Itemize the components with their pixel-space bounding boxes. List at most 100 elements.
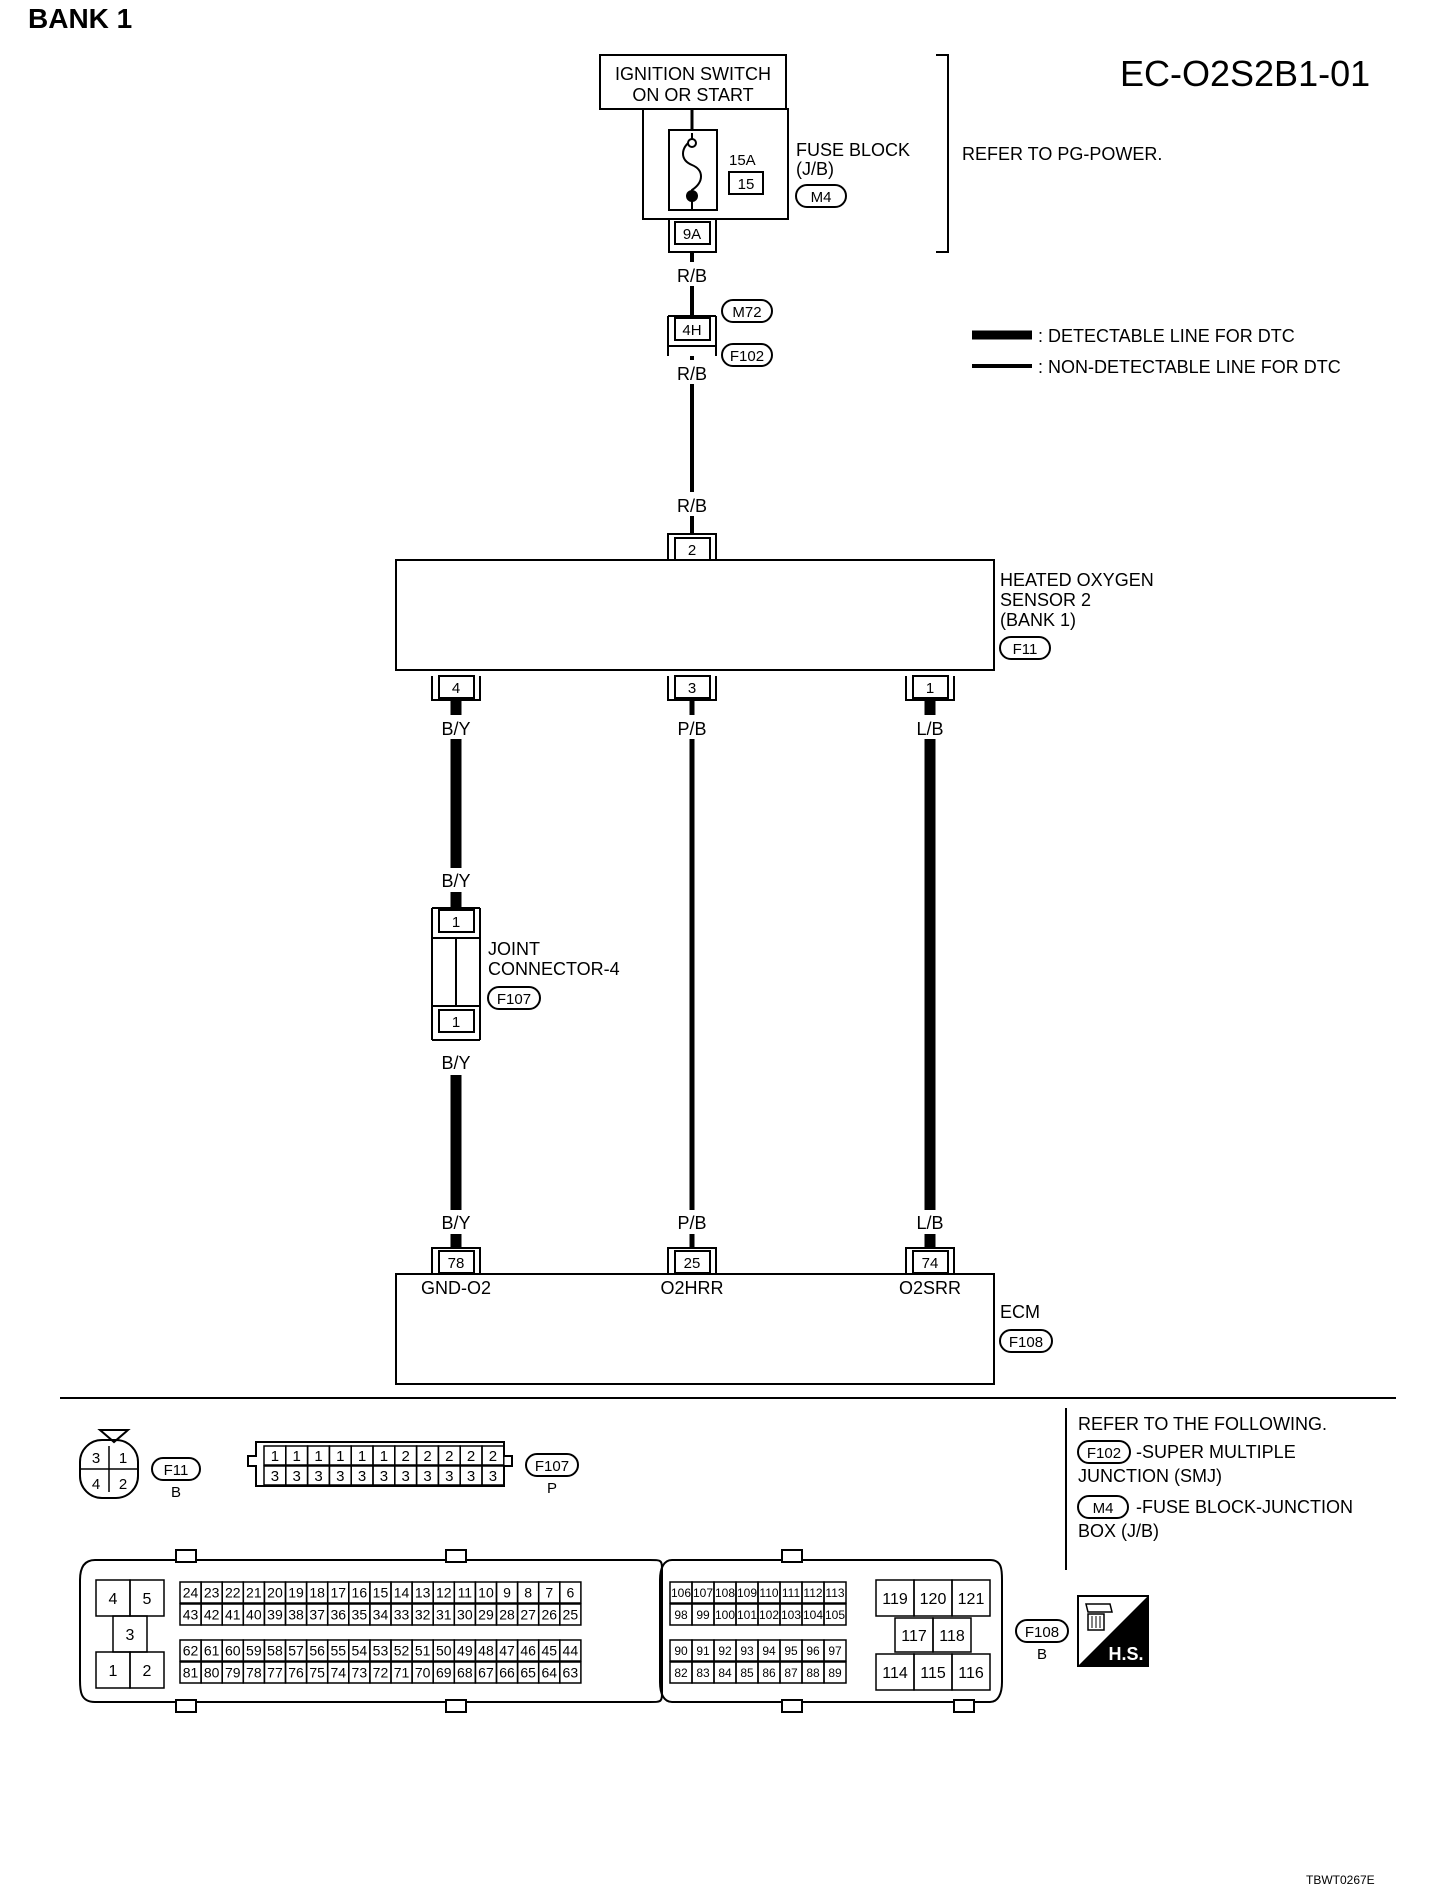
- sensor-top-pin: 2: [688, 542, 696, 559]
- sensor-name-3: (BANK 1): [1000, 610, 1076, 630]
- sensor-name-2: SENSOR 2: [1000, 590, 1091, 610]
- wire-label-by-3: B/Y: [441, 1053, 470, 1073]
- f107-pin: 2: [445, 1448, 453, 1465]
- f108-pin: 33: [394, 1607, 410, 1623]
- f108-pin: 101: [737, 1608, 757, 1622]
- f108-pin: 46: [520, 1643, 536, 1659]
- wire-label-rb-3: R/B: [677, 496, 707, 516]
- f11-color: B: [171, 1484, 181, 1501]
- f108-pin: 44: [563, 1643, 579, 1659]
- ecm-pin-74: 74: [905, 1247, 955, 1275]
- sensor-pin-1: 1: [905, 675, 955, 701]
- fuse-block-connector-badge: [795, 184, 847, 208]
- f108-pin: 109: [737, 1586, 757, 1600]
- svg-text:3: 3: [688, 680, 696, 697]
- refer-item2-conn: M4: [1093, 1500, 1114, 1517]
- f108-pin: 100: [715, 1608, 735, 1622]
- fuse-terminal: 9A: [683, 226, 701, 243]
- svg-text:2: 2: [119, 1476, 127, 1493]
- f108-pin: 12: [436, 1585, 452, 1601]
- svg-text:4: 4: [452, 680, 460, 697]
- sensor-pin-3: 3: [667, 675, 717, 701]
- f108-pin: 49: [457, 1643, 473, 1659]
- junction-conn-bottom: F102: [730, 348, 764, 365]
- f108-pin: 95: [784, 1644, 798, 1658]
- f108-pin: 119: [882, 1591, 908, 1608]
- f108-pin: 1: [109, 1663, 118, 1680]
- sensor-connector: F11: [1013, 641, 1038, 658]
- f108-pin: 93: [740, 1644, 754, 1658]
- f107-pin: 2: [423, 1448, 431, 1465]
- wire-label-pb-2: P/B: [677, 1213, 706, 1233]
- f108-pin: 92: [718, 1644, 732, 1658]
- f108-pin: 38: [288, 1607, 304, 1623]
- sensor-pin-4: 4: [431, 675, 481, 701]
- ignition-switch-label-1: IGNITION SWITCH: [615, 64, 771, 84]
- f108-pin: 5: [143, 1591, 152, 1608]
- f108-pin: 96: [806, 1644, 820, 1658]
- f107-label: F107: [535, 1458, 569, 1475]
- f108-pin: 45: [541, 1643, 557, 1659]
- f108-pin: 99: [696, 1608, 710, 1622]
- f108-pin: 20: [267, 1585, 283, 1601]
- f108-pin: 13: [415, 1585, 431, 1601]
- f108-pin: 11: [458, 1585, 473, 1601]
- f108-pin: 71: [394, 1665, 410, 1681]
- f107-pin: 2: [467, 1448, 475, 1465]
- junction-conn-top: M72: [732, 304, 761, 321]
- f108-pin: 34: [373, 1607, 389, 1623]
- f108-pin: 111: [782, 1586, 801, 1600]
- f107-pin: 1: [336, 1448, 344, 1465]
- f108-pin: 17: [330, 1585, 346, 1601]
- f108-pin: 84: [718, 1666, 732, 1680]
- svg-text:3: 3: [92, 1450, 100, 1467]
- f108-pin: 90: [674, 1644, 688, 1658]
- f107-pin: 1: [358, 1448, 366, 1465]
- hs-badge-text: H.S.: [1108, 1644, 1143, 1664]
- f108-pin: 37: [309, 1607, 325, 1623]
- wire-label-by-2: B/Y: [441, 871, 470, 891]
- f107-pin: 3: [423, 1468, 431, 1485]
- junction-terminal: 4H: [682, 322, 701, 339]
- ecm-connector: F108: [1009, 1334, 1043, 1351]
- f108-pin: 81: [183, 1665, 199, 1681]
- f108-pin: 19: [288, 1585, 304, 1601]
- joint-pin-top: 1: [452, 914, 460, 931]
- f108-pin: 66: [499, 1665, 515, 1681]
- f108-pin: 79: [225, 1665, 241, 1681]
- f108-pin: 41: [225, 1607, 241, 1623]
- legend-detectable: : DETECTABLE LINE FOR DTC: [1038, 326, 1295, 346]
- f108-pin: 52: [394, 1643, 410, 1659]
- f107-pin: 3: [358, 1468, 366, 1485]
- f11-label: F11: [164, 1462, 189, 1479]
- f107-pin: 3: [380, 1468, 388, 1485]
- f108-pin: 29: [478, 1607, 494, 1623]
- f108-pin: 94: [762, 1644, 776, 1658]
- f108-pin: 107: [693, 1586, 713, 1600]
- f108-pin: 73: [352, 1665, 368, 1681]
- f108-pin: 3: [126, 1627, 135, 1644]
- f108-pin: 18: [309, 1585, 325, 1601]
- f108-pin: 61: [204, 1643, 220, 1659]
- f108-pin: 121: [958, 1591, 985, 1608]
- fuse-block-connector: M4: [811, 189, 832, 206]
- f108-color: B: [1037, 1646, 1047, 1663]
- f107-pin: 1: [271, 1448, 279, 1465]
- f108-pin: 83: [696, 1666, 710, 1680]
- f108-pin: 82: [674, 1666, 688, 1680]
- svg-text:25: 25: [684, 1255, 701, 1272]
- f108-pin: 75: [309, 1665, 325, 1681]
- f108-pin: 42: [204, 1607, 220, 1623]
- fuse-block-label-1: FUSE BLOCK: [796, 140, 910, 160]
- f108-pin: 65: [520, 1665, 536, 1681]
- f107-color: P: [547, 1480, 557, 1497]
- wire-label-lb-1: L/B: [916, 719, 943, 739]
- f108-pin: 67: [478, 1665, 494, 1681]
- wire-label-by-4: B/Y: [441, 1213, 470, 1233]
- f11-connector-view: 3 1 4 2: [79, 1429, 139, 1499]
- f108-pin: 113: [825, 1586, 844, 1600]
- ecm-pin-78: 78: [431, 1247, 481, 1275]
- refer-power: REFER TO PG-POWER.: [962, 144, 1162, 164]
- joint-connector: F107: [497, 991, 531, 1008]
- f108-pin: 47: [499, 1643, 515, 1659]
